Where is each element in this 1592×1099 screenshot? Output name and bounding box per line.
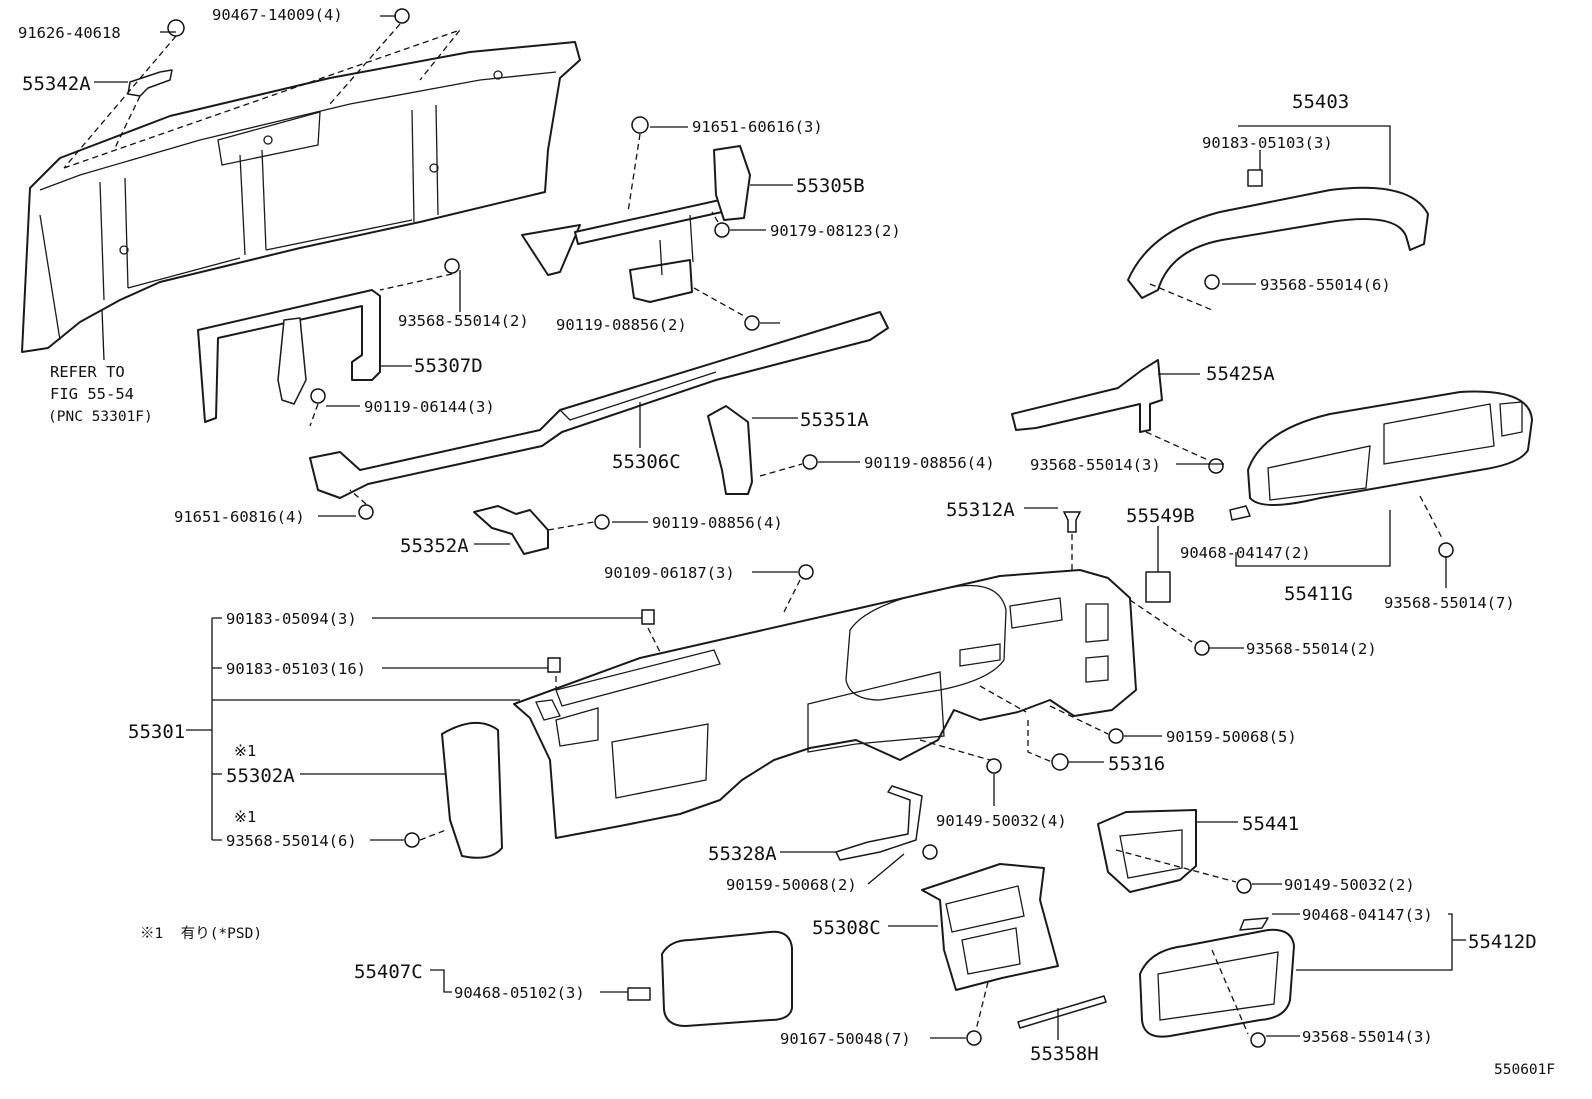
side-cover-55302a-drawing xyxy=(441,722,503,859)
label-91626-40618: 91626-40618 xyxy=(18,24,121,42)
label-90468-04147-3: 90468-04147(3) xyxy=(1302,906,1433,924)
label-55352a: 55352A xyxy=(400,535,469,557)
bracket-55425a-drawing xyxy=(1011,359,1163,433)
label-93568-55014-3-upper: 93568-55014(3) xyxy=(1030,456,1161,474)
label-90179-08123: 90179-08123(2) xyxy=(770,222,901,240)
label-55306c: 55306C xyxy=(612,451,681,473)
label-note1-lower: ※1 xyxy=(234,808,256,826)
assembly-dashed-lines xyxy=(63,23,1443,1035)
label-90183-05103-3: 90183-05103(3) xyxy=(1202,134,1333,152)
footnote-psd: ※1 有り(*PSD) xyxy=(140,925,262,942)
label-55549b-drawing xyxy=(1145,571,1171,603)
label-90119-06144: 90119-06144(3) xyxy=(364,398,495,416)
label-55441: 55441 xyxy=(1242,813,1299,835)
label-55308c: 55308C xyxy=(812,917,881,939)
clip-55312a-drawing xyxy=(1062,511,1082,533)
label-55328a: 55328A xyxy=(708,843,777,865)
label-55342a: 55342A xyxy=(22,73,91,95)
fastener-glyphs xyxy=(167,8,1454,1048)
instrument-panel-55301-drawing xyxy=(513,569,1137,839)
cluster-panel-55411g-drawing xyxy=(1229,390,1533,521)
label-91651-60616: 91651-60616(3) xyxy=(692,118,823,136)
label-refer-to-line3: (PNC 53301F) xyxy=(48,409,153,425)
label-55358h: 55358H xyxy=(1030,1043,1099,1065)
label-90119-08856-2: 90119-08856(2) xyxy=(556,316,687,334)
label-refer-to-line2: FIG 55-54 xyxy=(50,385,134,403)
label-55302a: 55302A xyxy=(226,765,295,787)
label-93568-55014-2-panel: 93568-55014(2) xyxy=(1246,640,1377,658)
steering-support-55305b-drawing xyxy=(521,145,751,303)
label-55412d: 55412D xyxy=(1468,931,1537,953)
label-93568-55014-7: 93568-55014(7) xyxy=(1384,594,1515,612)
label-55305b: 55305B xyxy=(796,175,865,197)
garnish-55403-drawing xyxy=(1127,169,1429,299)
strip-55358h-drawing xyxy=(1017,995,1107,1029)
label-90183-05094: 90183-05094(3) xyxy=(226,610,357,628)
cover-55407c-drawing xyxy=(627,930,793,1027)
box-55441-drawing xyxy=(1097,809,1197,893)
label-90149-50032-2: 90149-50032(2) xyxy=(1284,876,1415,894)
label-90119-08856-4-lower: 90119-08856(4) xyxy=(652,514,783,532)
label-55407c: 55407C xyxy=(354,961,423,983)
part-labels: 91626-40618 90467-14009(4) 55342A REFER … xyxy=(18,6,1555,1078)
label-90109-06187: 90109-06187(3) xyxy=(604,564,735,582)
bracket-55328a-drawing xyxy=(835,785,923,861)
label-90467-14009: 90467-14009(4) xyxy=(212,6,343,24)
label-refer-to-line1: REFER TO xyxy=(50,363,125,381)
label-55307d: 55307D xyxy=(414,355,483,377)
label-55301: 55301 xyxy=(128,721,185,743)
label-90149-50032-4: 90149-50032(4) xyxy=(936,812,1067,830)
label-93568-55014-3-lower: 93568-55014(3) xyxy=(1302,1028,1433,1046)
bracket-55351a-drawing xyxy=(707,405,753,495)
label-90119-08856-4-upper: 90119-08856(4) xyxy=(864,454,995,472)
bracket-55352a-drawing xyxy=(473,505,549,555)
label-55425a: 55425A xyxy=(1206,363,1275,385)
reinforcement-55306c-drawing xyxy=(309,311,889,499)
cowl-panel-drawing xyxy=(21,41,581,353)
leader-lines xyxy=(94,15,1466,1040)
label-55403: 55403 xyxy=(1292,91,1349,113)
label-91651-60816: 91651-60816(4) xyxy=(174,508,305,526)
label-90183-05103-16: 90183-05103(16) xyxy=(226,660,366,678)
label-55316: 55316 xyxy=(1108,753,1165,775)
bracket-55342a-drawing xyxy=(127,69,173,97)
label-93568-55014-6-garnish: 93568-55014(6) xyxy=(1260,276,1391,294)
label-93568-55014-6-cover: 93568-55014(6) xyxy=(226,832,357,850)
label-93568-55014-2-upper: 93568-55014(2) xyxy=(398,312,529,330)
figure-code: 550601F xyxy=(1494,1062,1555,1078)
label-55549b: 55549B xyxy=(1126,505,1195,527)
finish-panel-55412d-drawing xyxy=(1139,917,1295,1038)
label-90468-05102: 90468-05102(3) xyxy=(454,984,585,1002)
bracket-55308c-drawing xyxy=(921,863,1059,991)
label-55312a: 55312A xyxy=(946,499,1015,521)
label-90468-04147-2: 90468-04147(2) xyxy=(1180,544,1311,562)
label-90159-50068-2: 90159-50068(2) xyxy=(726,876,857,894)
label-55411g: 55411G xyxy=(1284,583,1353,605)
label-90159-50068-5: 90159-50068(5) xyxy=(1166,728,1297,746)
brace-55307d-drawing xyxy=(197,289,381,423)
label-55351a: 55351A xyxy=(800,409,869,431)
label-note1-upper: ※1 xyxy=(234,742,256,760)
label-90167-50048: 90167-50048(7) xyxy=(780,1030,911,1048)
